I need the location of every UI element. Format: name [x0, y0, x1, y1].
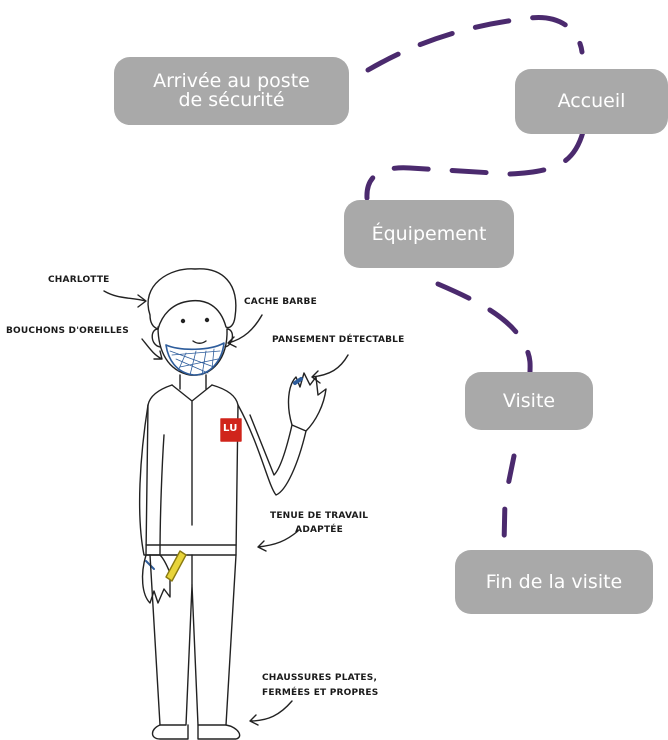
arrow-tenue — [257, 530, 299, 552]
step-visite-label: Visite — [502, 389, 556, 412]
label-pansement: PANSEMENT DÉTECTABLE — [272, 335, 405, 345]
arrow-pansement — [311, 354, 349, 384]
path-visite-to-fin — [501, 453, 517, 548]
probe — [165, 550, 187, 582]
raised-hand — [287, 372, 327, 432]
beard-net-mesh — [169, 348, 221, 376]
label-cache-barbe: CACHE BARBE — [244, 297, 317, 307]
step-accueil-label: Accueil — [557, 90, 626, 112]
label-charlotte: CHARLOTTE — [48, 275, 110, 285]
label-bouchons: BOUCHONS D'OREILLES — [6, 326, 129, 336]
label-chaussures-line2: FERMÉES ET PROPRES — [262, 688, 379, 698]
label-chaussures-line1: CHAUSSURES PLATES, — [262, 673, 378, 683]
step-arrivee-line2: de sécurité — [178, 89, 285, 111]
neck — [179, 374, 207, 390]
arrow-cache-barbe — [227, 314, 263, 348]
left-shoe — [151, 724, 189, 740]
step-arrivee[interactable]: Arrivée au poste de sécurité — [114, 57, 349, 125]
left-arm — [138, 404, 165, 556]
right-arm — [237, 404, 307, 496]
left-eye — [180, 318, 186, 324]
jacket — [145, 384, 239, 556]
step-fin[interactable]: Fin de la visite — [455, 550, 653, 614]
right-ear — [224, 328, 234, 348]
right-shoe — [197, 724, 241, 740]
step-equipement[interactable]: Équipement — [344, 200, 514, 268]
label-tenue-line1: TENUE DE TRAVAIL — [270, 511, 369, 521]
mouth — [192, 340, 207, 344]
trousers — [149, 554, 237, 726]
arrow-chaussures — [249, 700, 293, 726]
lu-badge — [220, 418, 242, 442]
step-equipement-label: Équipement — [371, 222, 487, 245]
path-accueil-to-equipement — [364, 129, 586, 201]
arrow-charlotte — [103, 290, 147, 308]
arrow-bouchons — [141, 338, 163, 360]
step-visite[interactable]: Visite — [465, 372, 593, 430]
collar — [171, 384, 213, 526]
beard-net — [165, 342, 225, 376]
step-fin-label: Fin de la visite — [485, 570, 623, 593]
label-chaussures: CHAUSSURES PLATES, FERMÉES ET PROPRES — [262, 673, 378, 698]
worker-illustration — [103, 268, 349, 740]
step-accueil[interactable]: Accueil — [515, 69, 668, 134]
label-tenue: TENUE DE TRAVAIL ADAPTÉE — [270, 511, 368, 535]
path-equipement-to-visite — [435, 281, 533, 375]
bandage — [293, 377, 303, 385]
left-ear — [151, 328, 161, 348]
step-arrivee-line1: Arrivée au poste — [153, 70, 310, 92]
label-tenue-line2: ADAPTÉE — [295, 525, 344, 535]
lu-badge-text: LU — [223, 423, 238, 434]
charlotte-cap — [147, 268, 237, 330]
lower-hand — [141, 554, 171, 604]
path-arrivee-to-accueil — [365, 15, 585, 73]
right-eye — [204, 317, 210, 323]
